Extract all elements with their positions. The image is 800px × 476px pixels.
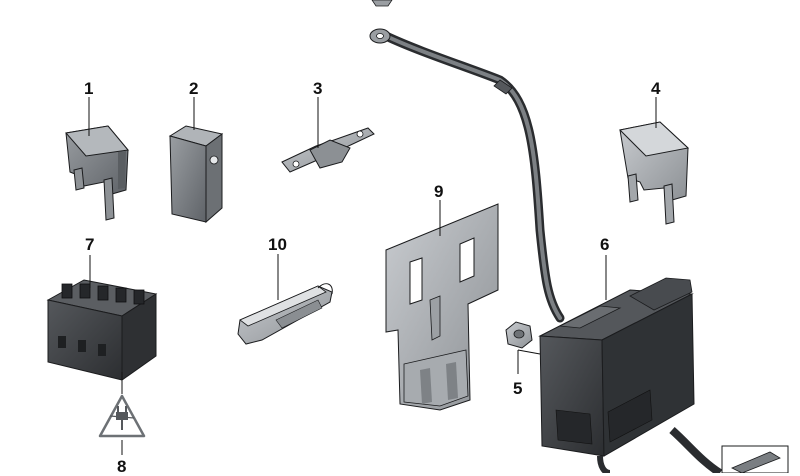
callout-2[interactable]: 2	[189, 79, 199, 98]
cartridge-fuse	[168, 125, 224, 224]
fuse-puller	[237, 283, 333, 345]
callout-10[interactable]: 10	[268, 235, 287, 254]
holding-plate	[385, 203, 499, 411]
warning-triangle-plug-icon	[98, 394, 146, 438]
callout-9[interactable]: 9	[434, 182, 444, 201]
callout-3[interactable]: 3	[313, 79, 323, 98]
strip-fuse	[281, 127, 375, 173]
fuse-carrier	[46, 279, 158, 381]
callout-6[interactable]: 6	[600, 235, 610, 254]
callout-8[interactable]: 8	[117, 457, 127, 476]
battery-cable	[369, 28, 565, 323]
callout-1[interactable]: 1	[84, 79, 94, 98]
power-distribution-box	[538, 277, 723, 473]
catalog-corner-icon	[721, 445, 789, 473]
maxi-blade-fuse	[618, 121, 690, 225]
callout-7[interactable]: 7	[85, 235, 95, 254]
leader-lines	[88, 97, 657, 455]
callout-5[interactable]: 5	[513, 379, 523, 398]
cropped-part-top	[371, 0, 393, 7]
mini-blade-fuse	[65, 125, 129, 221]
nut	[505, 321, 533, 349]
callout-4[interactable]: 4	[651, 79, 661, 98]
leader-5b	[517, 349, 541, 355]
